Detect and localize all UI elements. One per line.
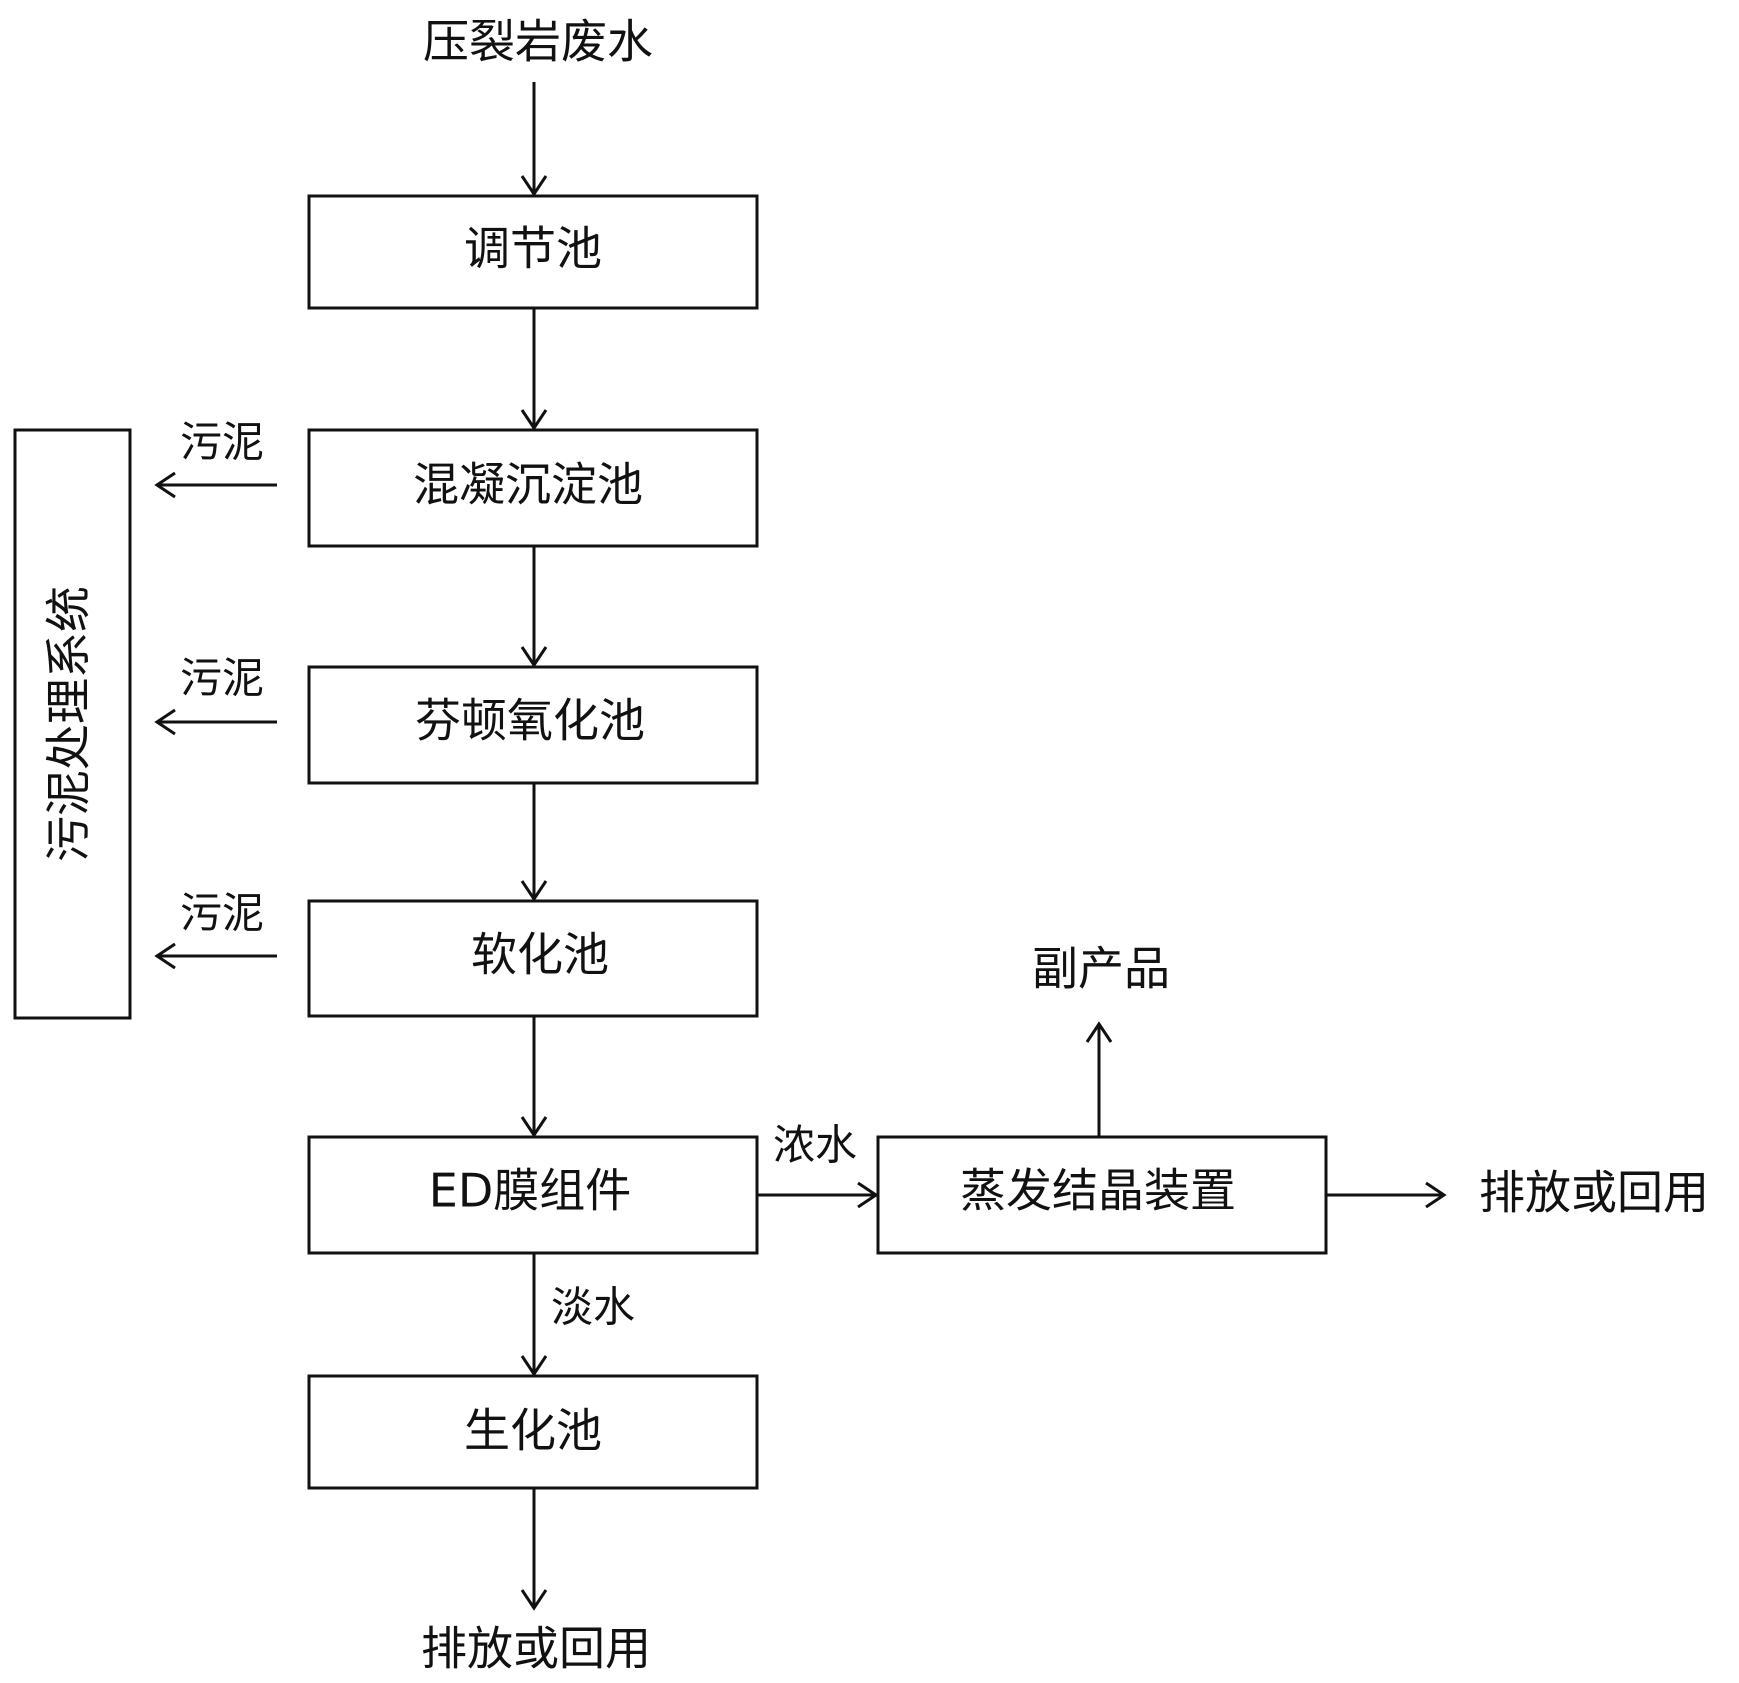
- concentrate-label: 浓水: [773, 1121, 857, 1170]
- ed-module-box: ED膜组件: [307, 1135, 759, 1255]
- arrow-sludge-fenton: [154, 708, 277, 736]
- fresh-water-label: 淡水: [551, 1283, 635, 1332]
- arrow-fenton-to-softening: [520, 783, 548, 902]
- arrow-evaporation-to-byproduct: [1085, 1021, 1113, 1137]
- arrow-coagulation-to-fenton: [520, 546, 548, 668]
- biochemical-tank-box: 生化池: [307, 1374, 759, 1490]
- sludge-label-2: 污泥: [180, 654, 264, 703]
- softening-tank-box: 软化池: [307, 899, 759, 1018]
- sludge-treatment-system-label: 污泥处理系统: [42, 586, 96, 862]
- arrow-regulation-to-coagulation: [520, 308, 548, 431]
- arrow-biochemical-to-discharge: [520, 1488, 548, 1611]
- arrow-input-to-regulation: [520, 82, 548, 197]
- input-label: 压裂岩废水: [423, 15, 653, 69]
- sludge-label-3: 污泥: [180, 889, 264, 938]
- arrow-ed-to-evaporation: [757, 1181, 879, 1209]
- arrow-sludge-coagulation: [154, 471, 277, 499]
- evaporation-unit-label: 蒸发结晶装置: [960, 1164, 1236, 1218]
- softening-tank-label: 软化池: [471, 928, 609, 982]
- ed-module-label: ED膜组件: [429, 1164, 632, 1218]
- coagulation-tank-box: 混凝沉淀池: [307, 428, 759, 548]
- coagulation-tank-label: 混凝沉淀池: [413, 458, 643, 512]
- arrow-evaporation-to-discharge: [1326, 1181, 1447, 1209]
- evaporation-unit-box: 蒸发结晶装置: [876, 1135, 1328, 1255]
- arrow-ed-to-biochemical: [520, 1253, 548, 1377]
- regulation-tank-label: 调节池: [464, 222, 602, 276]
- biochemical-tank-label: 生化池: [464, 1404, 602, 1458]
- discharge-right-label: 排放或回用: [1479, 1166, 1709, 1220]
- fenton-tank-label: 芬顿氧化池: [415, 694, 645, 748]
- sludge-treatment-system-box: 污泥处理系统: [13, 428, 132, 1020]
- discharge-bottom-label: 排放或回用: [421, 1622, 651, 1676]
- sludge-label-1: 污泥: [180, 418, 264, 467]
- fenton-tank-box: 芬顿氧化池: [307, 665, 759, 785]
- regulation-tank-box: 调节池: [307, 194, 759, 310]
- byproduct-label: 副产品: [1032, 942, 1170, 996]
- arrow-softening-to-ed: [520, 1016, 548, 1138]
- arrow-sludge-softening: [154, 942, 277, 970]
